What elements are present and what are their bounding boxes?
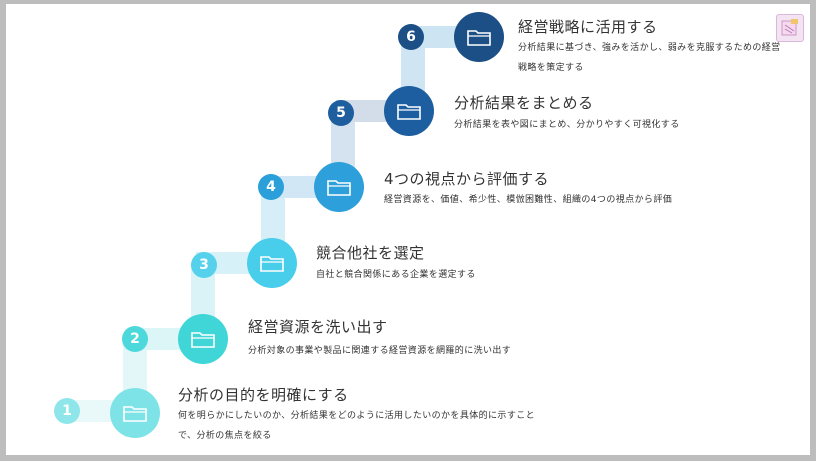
folder-icon: [123, 406, 147, 422]
step-circle-2: [178, 314, 228, 364]
step-title-1: 分析の目的を明確にする: [178, 386, 349, 404]
step-number-4: 4: [258, 174, 284, 200]
step-number-3: 3: [191, 252, 217, 278]
folder-icon: [467, 30, 491, 46]
step-circle-4: [314, 162, 364, 212]
step-desc-4: 経営資源を、価値、希少性、模倣困難性、組織の4つの視点から評価: [384, 195, 673, 205]
step-desc-2: 分析対象の事業や製品に関連する経営資源を網羅的に洗い出す: [248, 346, 512, 356]
step-title-4: 4つの視点から評価する: [384, 170, 550, 188]
step-title-3: 競合他社を選定: [316, 244, 425, 262]
step-circle-3: [247, 238, 297, 288]
folder-icon: [397, 104, 421, 120]
step-desc-3: 自社と競合関係にある企業を選定する: [316, 270, 476, 280]
step-title-2: 経営資源を洗い出す: [248, 318, 388, 336]
step-number-6: 6: [398, 24, 424, 50]
folder-icon: [191, 332, 215, 348]
step-number-1: 1: [54, 398, 80, 424]
folder-icon: [327, 180, 351, 196]
step-title-6: 経営戦略に活用する: [518, 18, 658, 36]
sticky-note-icon: [776, 14, 804, 42]
step-desc-5: 分析結果を表や図にまとめ、分かりやすく可視化する: [454, 120, 680, 130]
step-circle-5: [384, 86, 434, 136]
step-number-5: 5: [328, 100, 354, 126]
step-number-2: 2: [122, 326, 148, 352]
step-title-5: 分析結果をまとめる: [454, 94, 594, 112]
step-desc-1: 何を明らかにしたいのか、分析結果をどのように活用したいのかを具体的に示すことで、…: [178, 411, 536, 441]
step-desc-6: 分析結果に基づき、強みを活かし、弱みを克服するための経営戦略を策定する: [518, 43, 781, 73]
step-circle-1: [110, 388, 160, 438]
diagram-canvas: 1 分析の目的を明確にする 何を明らかにしたいのか、分析結果をどのように活用した…: [6, 4, 810, 455]
folder-icon: [260, 256, 284, 272]
step-circle-6: [454, 12, 504, 62]
